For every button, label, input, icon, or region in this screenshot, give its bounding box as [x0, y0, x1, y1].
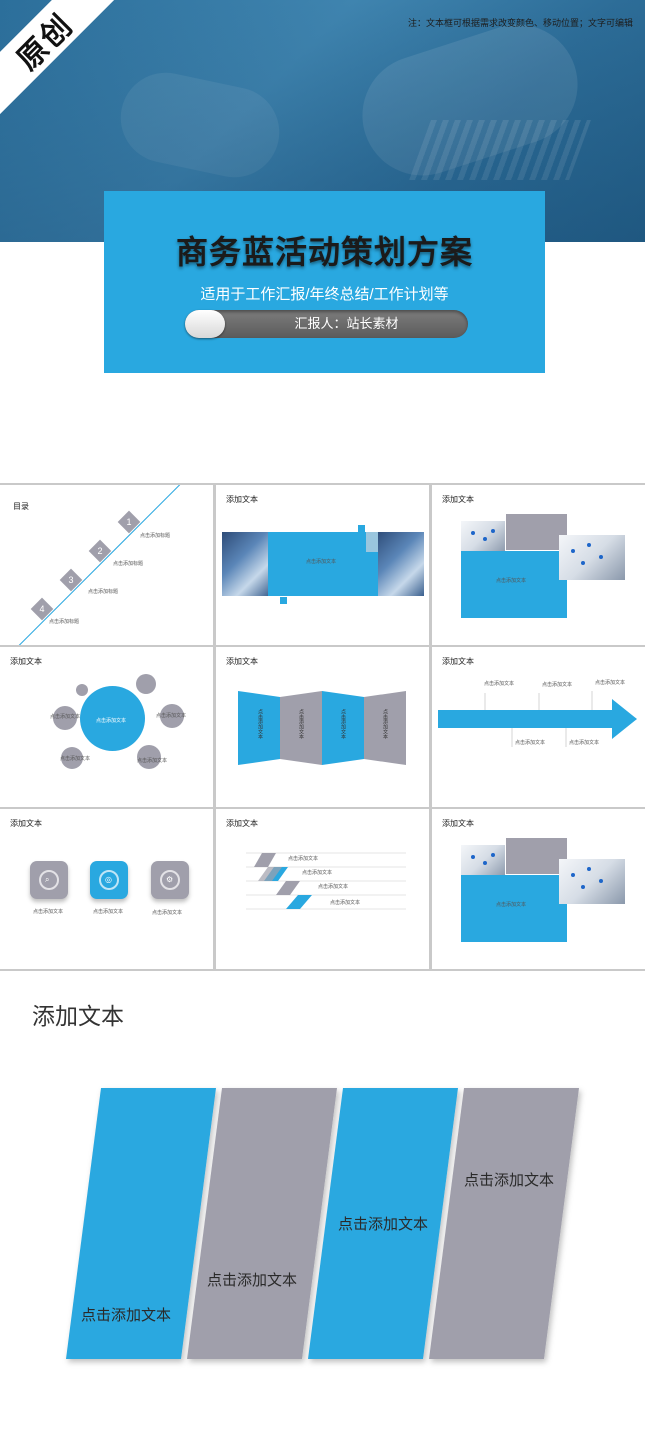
icon-label: 点击添加文本	[33, 909, 64, 915]
hub-node	[53, 706, 77, 730]
network-photo	[461, 521, 505, 553]
panel-label: 点击添加文本	[338, 1216, 429, 1233]
thumb-title: 添加文本	[226, 495, 258, 504]
thumb-network-repeat[interactable]: 添加文本 点击添加文本	[432, 809, 645, 969]
toc-number: 2	[97, 546, 103, 556]
toc-number: 4	[39, 604, 45, 614]
gear-icon: ⚙	[151, 861, 189, 899]
search-icon: ⌕	[30, 861, 68, 899]
blue-box	[461, 875, 567, 942]
hub-node	[61, 747, 83, 769]
thumb-toc[interactable]: 目录 1 点击添加标题 2 点击添加标题 3 点击添加标题 4 点击添加标题	[0, 485, 213, 645]
hub-center-label: 点击添加文本	[96, 718, 127, 724]
thumb-arrow-timeline[interactable]: 添加文本 点击添加文本 点击添加文本 点击添加文本 点击添加文本 点击添加文本	[432, 647, 645, 807]
photo-left	[222, 532, 270, 596]
panel-label: 点击添加文本	[257, 709, 263, 739]
icon-label: 点击添加文本	[152, 910, 183, 916]
detail-slide-title: 添加文本	[32, 1003, 124, 1029]
reporter-knob	[185, 310, 225, 338]
panel-label: 点击添加文本	[81, 1307, 172, 1324]
cover-subtitle: 适用于工作汇报/年终总结/工作计划等	[200, 286, 449, 303]
cover-note: 注：文本框可根据需求改变颜色、移动位置；文字可编辑	[407, 18, 633, 28]
thumb-icons[interactable]: 添加文本 ⌕ ◎ ⚙ 点击添加文本 点击添加文本 点击添加文本	[0, 809, 213, 969]
thumb-network[interactable]: 添加文本 点击添加文本	[432, 485, 645, 645]
hub-node	[160, 704, 184, 728]
hub-node	[76, 684, 88, 696]
hub-label: 点击添加文本	[50, 714, 81, 720]
detail-slide: 添加文本 点击添加文本 点击添加文本 点击添加文本 点击添加文本	[0, 971, 645, 1455]
timeline-label: 点击添加文本	[515, 740, 546, 746]
thumb-slanted-rows[interactable]: 添加文本 点击添加文本 点击添加文本 点击添加文本 点击添加文本	[216, 809, 429, 969]
slanted-panels-graphic	[66, 1088, 579, 1359]
center-label: 点击添加文本	[496, 578, 527, 584]
thumb-photo-band[interactable]: 添加文本 点击添加文本	[216, 485, 429, 645]
toc-label: 点击添加标题	[49, 619, 80, 625]
hub-label: 点击添加文本	[156, 713, 187, 719]
blue-box	[461, 551, 567, 618]
folded-panels-graphic	[238, 691, 406, 765]
reporter-label: 汇报人：站长素材	[294, 316, 399, 331]
reporter-bar: 汇报人：站长素材	[185, 310, 468, 338]
accent-square	[280, 597, 287, 604]
thumb-title: 添加文本	[226, 657, 258, 666]
panel-label: 点击添加文本	[464, 1172, 555, 1189]
slanted-rows-graphic	[246, 852, 406, 910]
panel-label: 点击添加文本	[207, 1272, 298, 1289]
network-photo	[559, 535, 625, 580]
row-label: 点击添加文本	[330, 900, 361, 906]
row-label: 点击添加文本	[318, 884, 349, 890]
target-icon: ◎	[90, 861, 128, 899]
cover-slide: 原创 注：文本框可根据需求改变颜色、移动位置；文字可编辑 商务蓝活动策划方案 适…	[0, 0, 645, 450]
center-label: 点击添加文本	[496, 902, 527, 908]
toc-label: 点击添加标题	[140, 533, 171, 539]
photo-right	[376, 532, 424, 596]
thumb-title: 添加文本	[10, 657, 42, 666]
accent-block	[366, 532, 378, 552]
toc-label: 点击添加标题	[88, 589, 119, 595]
hub-node	[137, 745, 161, 769]
panel-label: 点击添加文本	[340, 709, 346, 739]
timeline-arrow-graphic	[438, 691, 637, 747]
hub-node	[136, 674, 156, 694]
thumb-title: 添加文本	[226, 819, 258, 828]
panel-label: 点击添加文本	[298, 709, 304, 739]
gray-box	[506, 838, 567, 874]
toc-number: 1	[126, 517, 132, 527]
center-label: 点击添加文本	[306, 559, 337, 565]
thumb-title: 添加文本	[10, 819, 42, 828]
toc-label: 点击添加标题	[113, 561, 144, 567]
hub-label: 点击添加文本	[137, 758, 168, 764]
timeline-label: 点击添加文本	[542, 682, 573, 688]
center-blue-box	[268, 532, 378, 596]
network-photo	[461, 845, 505, 877]
row-label: 点击添加文本	[288, 856, 319, 862]
cover-title: 商务蓝活动策划方案	[175, 234, 473, 270]
row-label: 点击添加文本	[302, 870, 333, 876]
timeline-label: 点击添加文本	[484, 681, 515, 687]
hub-label: 点击添加文本	[60, 756, 91, 762]
thumb-folded-panels[interactable]: 添加文本 点击添加文本 点击添加文本 点击添加文本 点击添加文本	[216, 647, 429, 807]
icon-label: 点击添加文本	[93, 909, 124, 915]
panel-label: 点击添加文本	[382, 709, 388, 739]
network-photo	[559, 859, 625, 904]
timeline-label: 点击添加文本	[595, 680, 626, 686]
toc-diagonal-line	[2, 485, 208, 645]
accent-square	[358, 525, 365, 532]
thumb-title: 添加文本	[442, 657, 474, 666]
cover-title-box: 商务蓝活动策划方案 适用于工作汇报/年终总结/工作计划等 汇报人：站长素材	[104, 191, 545, 373]
thumb-hub[interactable]: 添加文本 点击添加文本 点击添加文本 点击添加文本 点击添加文本 点击添加文本	[0, 647, 213, 807]
toc-number: 3	[68, 575, 74, 585]
thumb-title: 添加文本	[442, 495, 474, 504]
hub-center	[80, 686, 145, 751]
gray-box	[506, 514, 567, 550]
thumb-title: 目录	[13, 502, 29, 511]
thumb-title: 添加文本	[442, 819, 474, 828]
timeline-label: 点击添加文本	[569, 740, 600, 746]
thumbnail-grid: 目录 1 点击添加标题 2 点击添加标题 3 点击添加标题 4 点击添加标题 添…	[0, 483, 645, 971]
